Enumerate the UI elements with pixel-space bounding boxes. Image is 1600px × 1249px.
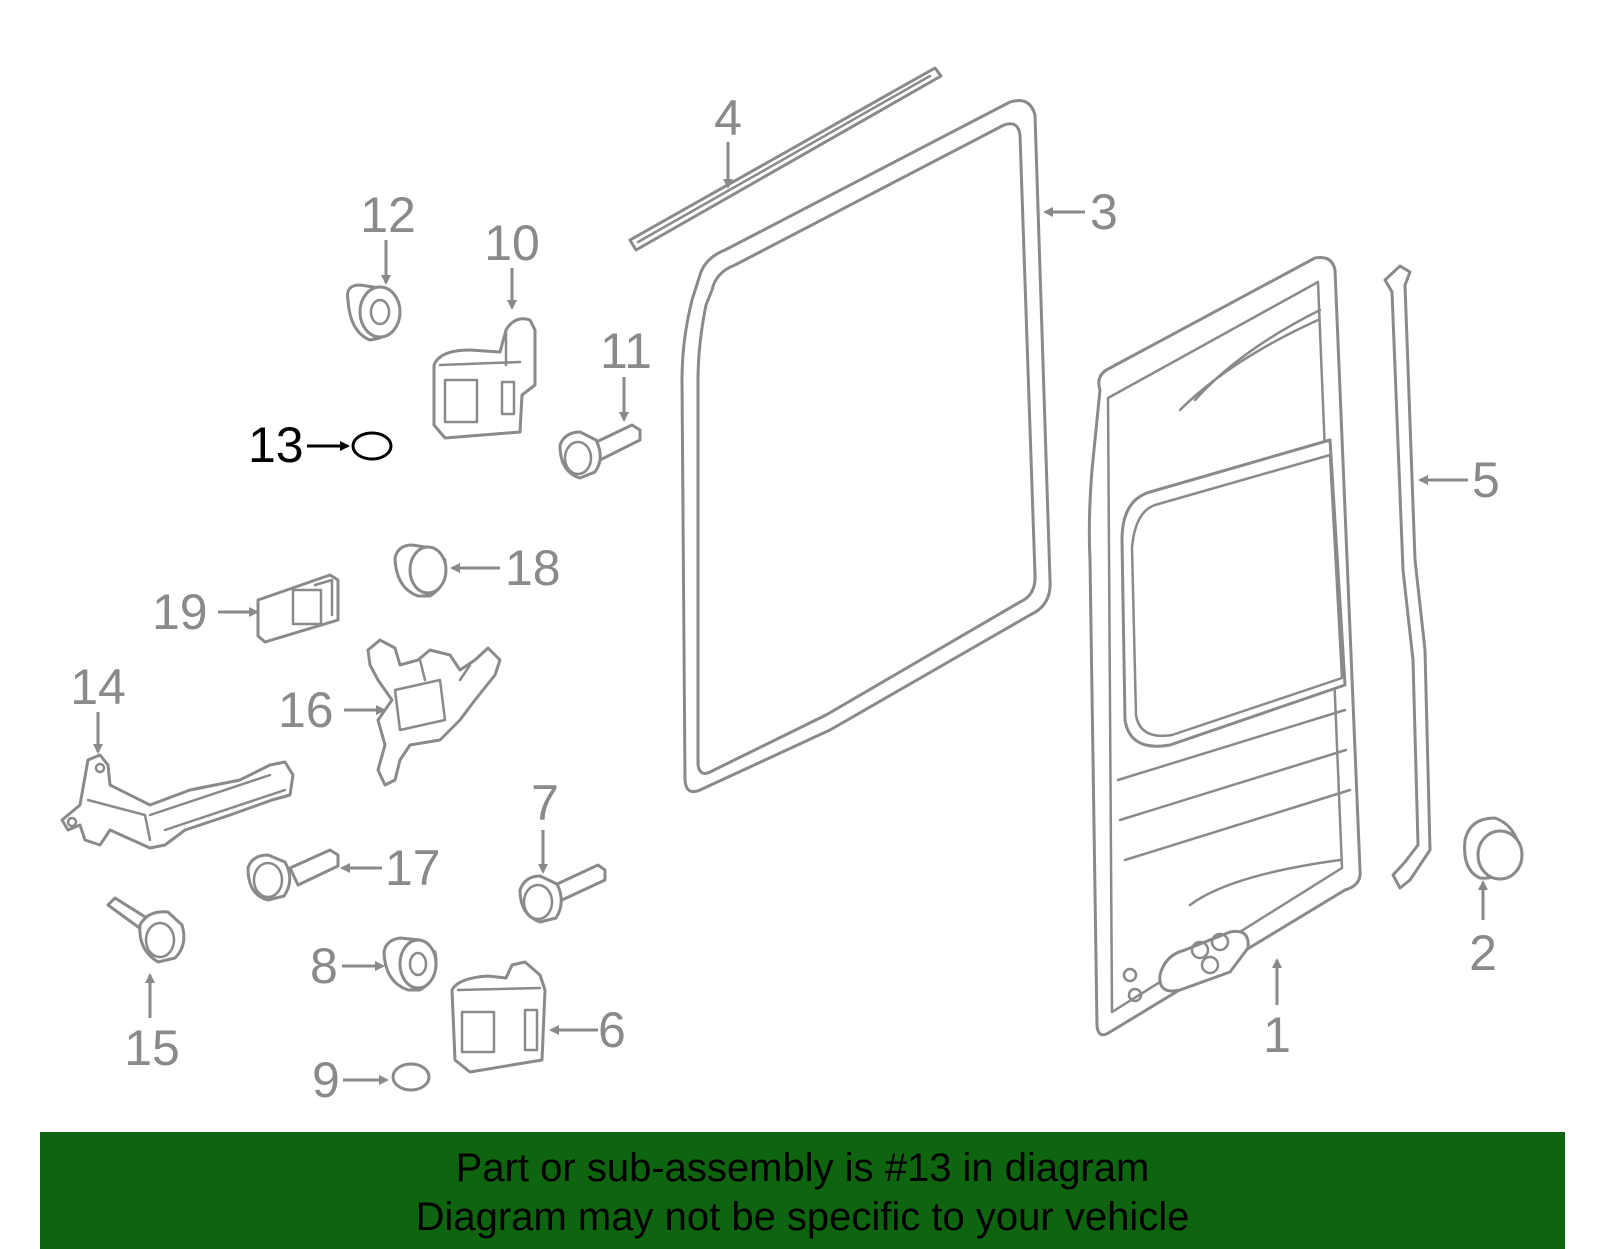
callout-2: 2 (1469, 925, 1497, 981)
part-19-bracket[interactable] (256, 573, 340, 644)
part-5-vertical-seal[interactable] (1383, 264, 1432, 890)
callout-4: 4 (714, 90, 742, 146)
part-1-door-panel[interactable] (1087, 256, 1362, 1037)
callout-16: 16 (278, 682, 334, 738)
part-10-upper-hinge[interactable] (432, 317, 537, 440)
callout-1: 1 (1263, 1007, 1291, 1063)
callout-12: 12 (360, 187, 416, 243)
callout-14: 14 (70, 659, 126, 715)
part-13-o-ring[interactable] (351, 431, 393, 461)
callout-7: 7 (531, 775, 559, 831)
part-11-bolt[interactable] (558, 423, 642, 480)
callout-5: 5 (1472, 452, 1500, 508)
part-7-bolt[interactable] (518, 863, 607, 924)
callout-6: 6 (598, 1002, 626, 1058)
part-3-weatherstrip[interactable] (680, 99, 1052, 794)
part-8-nut[interactable] (382, 936, 438, 992)
callout-15: 15 (124, 1020, 180, 1076)
callout-9: 9 (312, 1052, 340, 1108)
callout-17: 17 (385, 840, 441, 896)
part-6-lower-hinge[interactable] (450, 960, 547, 1074)
callout-11: 11 (600, 323, 652, 379)
leader-lines (93, 142, 1488, 1085)
part-18-nut[interactable] (393, 543, 448, 598)
part-16-latch[interactable] (366, 638, 502, 787)
part-2-plug[interactable] (1463, 816, 1524, 881)
callout-8: 8 (310, 938, 338, 994)
callout-3: 3 (1090, 184, 1118, 240)
part-14-check-strap[interactable] (60, 753, 295, 850)
banner-line-1: Part or sub-assembly is #13 in diagram (455, 1146, 1150, 1190)
part-9-o-ring[interactable] (391, 1062, 431, 1092)
info-banner: Part or sub-assembly is #13 in diagram D… (40, 1132, 1565, 1249)
banner-line-2: Diagram may not be specific to your vehi… (415, 1195, 1190, 1239)
part-17-bolt[interactable] (246, 848, 340, 902)
part-12-nut[interactable] (346, 283, 402, 342)
callout-19: 19 (152, 584, 208, 640)
callout-10: 10 (484, 215, 540, 271)
part-15-bolt[interactable] (106, 896, 186, 964)
part-4-molding-strip[interactable] (628, 66, 943, 252)
callout-18: 18 (505, 540, 561, 596)
callout-13: 13 (248, 417, 304, 473)
